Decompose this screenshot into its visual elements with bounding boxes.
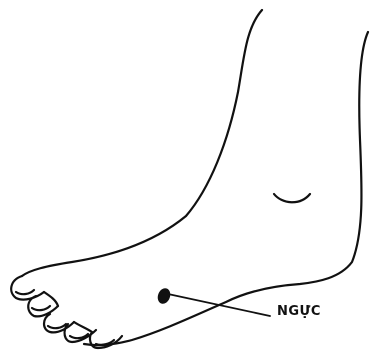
heel-line (84, 32, 368, 345)
point-label: NGỰC (277, 304, 321, 319)
toe-3 (44, 314, 74, 332)
leader-line (168, 294, 270, 316)
acupoint-marker (156, 286, 173, 305)
shin-front-line (22, 10, 262, 276)
toe-1 (11, 276, 44, 300)
ankle-bone (274, 194, 310, 202)
